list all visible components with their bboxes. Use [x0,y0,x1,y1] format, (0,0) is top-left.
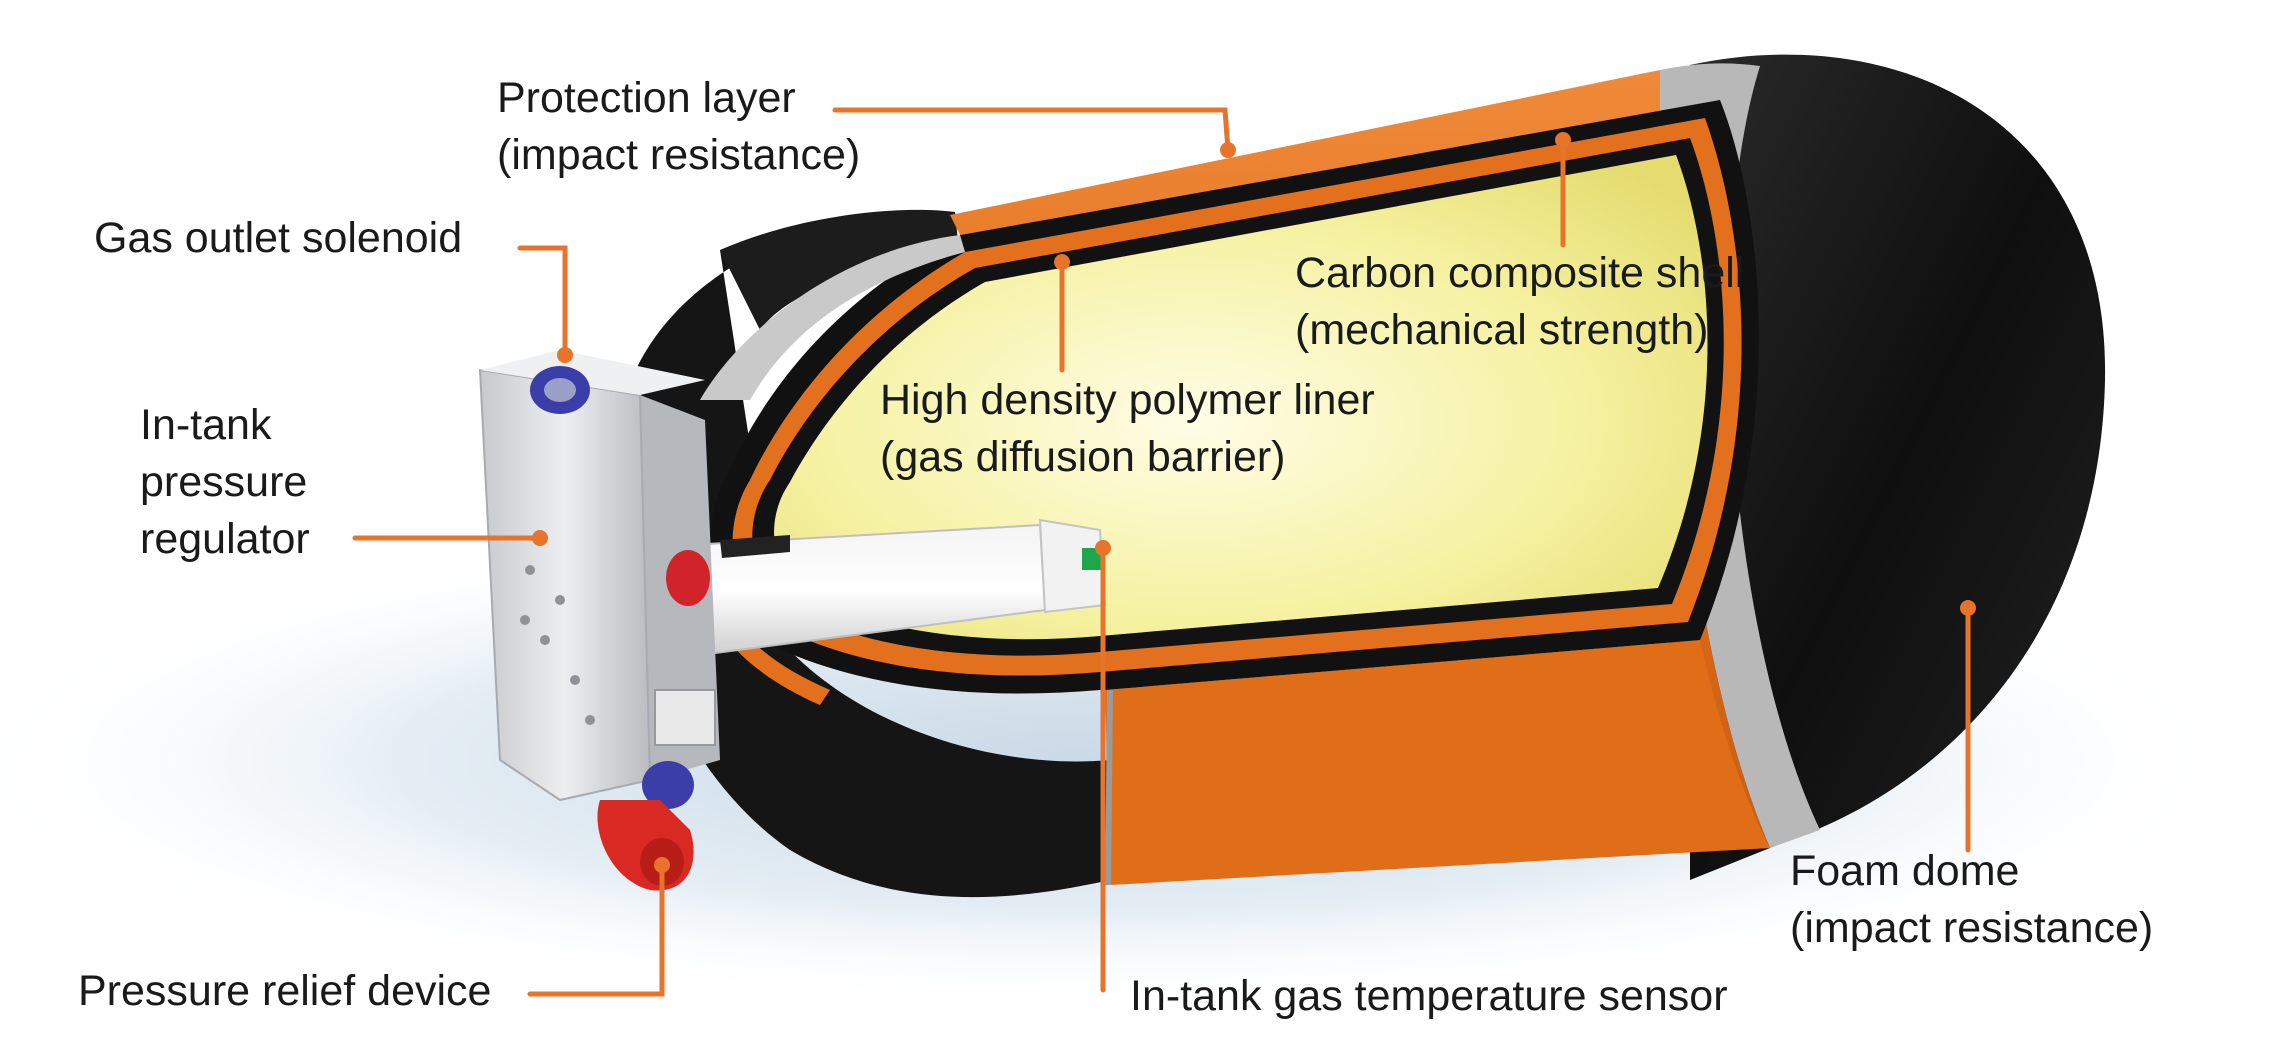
label-temp-sensor: In-tank gas temperature sensor [1130,968,1728,1025]
regulator-front [478,368,652,802]
label-protection-layer: Protection layer (impact resistance) [497,70,860,184]
label-in-tank-regulator: In-tank pressure regulator [140,397,310,568]
foam-dome-right [1690,54,2106,881]
callout-gas-outlet [517,245,568,358]
red-plug [666,550,710,606]
label-polymer-liner: High density polymer liner (gas diffusio… [880,372,1375,486]
carbon-shell-subtitle: (mechanical strength) [1295,306,1709,354]
left-wall-cut [700,235,965,400]
pressure-relief-title: Pressure relief device [78,967,492,1015]
shell-seam [1105,687,1113,886]
temp-sensor-title: In-tank gas temperature sensor [1130,972,1728,1020]
label-pressure-relief: Pressure relief device [78,963,491,1020]
polymer-liner [774,155,1708,640]
foam-dome-left-cut [720,209,960,330]
callout-protection-layer [832,107,1231,153]
gas-outlet-title: Gas outlet solenoid [94,214,463,262]
protection-layer-title: Protection layer [497,74,796,122]
label-gas-outlet: Gas outlet solenoid [94,210,462,267]
regulator-line3: regulator [140,515,310,563]
foam-dome-title: Foam dome [1790,847,2020,895]
carbon-shell-lower [1105,640,1770,885]
carbon-shell-title: Carbon composite shell [1295,249,1745,297]
polymer-liner-title: High density polymer liner [880,376,1375,424]
connector-block [654,689,716,746]
label-carbon-shell: Carbon composite shell (mechanical stren… [1295,245,1744,359]
tube-dark-stripe [720,535,790,558]
foam-dome-subtitle: (impact resistance) [1790,904,2154,952]
label-foam-dome: Foam dome (impact resistance) [1790,843,2153,957]
polymer-liner-subtitle: (gas diffusion barrier) [880,433,1286,481]
callout-dots [532,132,1976,873]
solenoid-knob-inner [544,378,576,402]
sensor-tip [1082,548,1102,570]
protection-layer-subtitle: (impact resistance) [497,131,861,179]
callout-lines [352,107,1971,997]
bottom-fitting [642,761,694,809]
regulator-holes [520,565,595,725]
callout-pressure-relief [527,862,665,997]
regulator-line1: In-tank [140,401,272,449]
regulator-top [480,350,705,395]
regulator-line2: pressure [140,458,308,506]
